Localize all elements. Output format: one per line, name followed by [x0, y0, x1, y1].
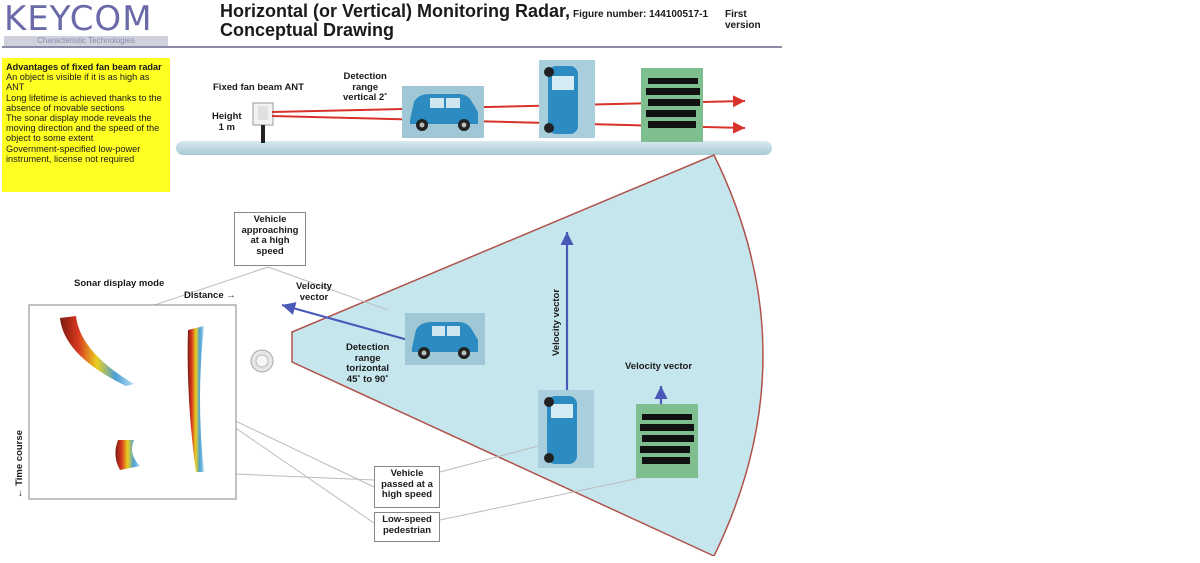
horizontal-range-line: torizontal: [346, 363, 390, 374]
radar-antenna-icon: [250, 349, 274, 373]
figure-version: First version: [725, 9, 761, 31]
car-top-icon: [538, 390, 594, 468]
car-side-icon: [402, 86, 484, 138]
vertical-range-line: range: [352, 81, 379, 93]
header-divider: [2, 46, 782, 48]
pedestrian-icon: [641, 68, 703, 142]
diagram-graphics: ← Time course Velocity vector: [14, 60, 772, 556]
velocity-left-line: vector: [299, 291, 329, 303]
leader-line: [439, 477, 641, 521]
horizontal-range-line: Detection: [346, 342, 390, 353]
ground-strip: [176, 141, 772, 155]
callout-line: approaching: [241, 224, 299, 236]
horizontal-range-label: Detection range torizontal 45˚ to 90˚: [346, 342, 390, 385]
advantage-item: Long lifetime is achieved thanks to the …: [6, 92, 162, 113]
velocity-left-line: Velocity: [296, 281, 332, 292]
advantage-item: The sonar display mode reveals the movin…: [6, 113, 160, 144]
callout-line: Low-speed: [382, 514, 432, 525]
approaching-vehicle-callout: Vehicle approaching at a high speed: [234, 212, 306, 266]
page-title: Horizontal (or Vertical) Monitoring Rada…: [220, 2, 570, 40]
sonar-blip: [187, 326, 204, 472]
logo-text: KEYCOM: [4, 0, 153, 39]
time-course-label: ← Time course: [14, 430, 25, 498]
figure-number: Figure number: 144100517-1: [573, 9, 709, 20]
callout-line: pedestrian: [382, 524, 432, 536]
height-label-line: 1 m: [218, 121, 235, 133]
leader-line: [439, 443, 547, 473]
callout-line: high speed: [381, 489, 433, 500]
fan-beam-antenna-icon: [252, 102, 274, 143]
callout-line: Vehicle: [253, 214, 287, 225]
vertical-range-label: Detection range vertical 2˚: [343, 71, 388, 104]
passed-vehicle-callout: Vehicle passed at a high speed: [374, 466, 440, 508]
antenna-label: Fixed fan beam ANT: [213, 82, 304, 93]
sonar-mode-label: Sonar display mode: [74, 278, 165, 289]
logo-tagline: Characteristic Technologies: [4, 36, 168, 46]
distance-label: Distance →: [184, 290, 236, 301]
velocity-vector-vertical-label: Velocity vector: [551, 289, 562, 356]
pedestrian-icon: [636, 404, 698, 478]
title-line-2: Conceptual Drawing: [220, 20, 395, 40]
velocity-vector-left-label: Velocity vector: [296, 281, 332, 303]
vertical-range-line: vertical 2˚: [343, 92, 388, 103]
velocity-vector-right-label: Velocity vector: [625, 361, 693, 372]
callout-line: at a high: [250, 235, 290, 246]
pedestrian-callout: Low-speed pedestrian: [374, 512, 440, 542]
sonar-blip: [115, 440, 140, 470]
sonar-blip: [60, 316, 134, 386]
velocity-vector-left: [281, 302, 409, 342]
diagram-frame: KEYCOM Characteristic Technologies Horiz…: [2, 2, 782, 556]
callout-line: Vehicle: [390, 468, 424, 479]
horizontal-range-line: 45˚ to 90˚: [346, 373, 389, 385]
advantage-item: Government-specified low-power instrumen…: [6, 143, 141, 164]
car-side-icon: [405, 313, 485, 365]
leader-line: [267, 266, 389, 311]
sonar-display-panel: [28, 304, 237, 500]
title-line-1: Horizontal (or Vertical) Monitoring Rada…: [220, 1, 571, 21]
horizontal-range-line: range: [354, 352, 381, 364]
height-label: Height 1 m: [212, 111, 242, 133]
advantages-title: Advantages of fixed fan beam radar: [6, 62, 162, 72]
car-top-icon: [539, 60, 595, 138]
callout-line: passed at a: [381, 478, 433, 490]
height-label-line: Height: [212, 111, 242, 122]
advantage-item: An object is visible if it is as high as…: [6, 72, 150, 93]
callout-line: speed: [256, 245, 284, 257]
advantages-box: Advantages of fixed fan beam radar An ob…: [2, 58, 170, 192]
keycom-logo: KEYCOM Characteristic Technologies: [4, 2, 168, 46]
vertical-range-line: Detection: [343, 71, 387, 82]
